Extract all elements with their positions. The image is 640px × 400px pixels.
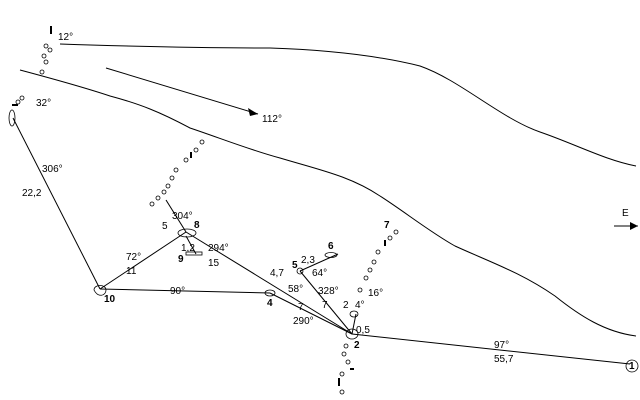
leg-9-8-distance: 1,2 [181, 243, 195, 254]
rock-bearing-right: 16° [368, 288, 383, 299]
leg-4-2 [269, 292, 353, 335]
station-6-marker [324, 252, 338, 258]
rock-chain-middle [149, 139, 205, 207]
rock-chain-bottom [338, 343, 354, 395]
leg-10-8-bearing: 72° [126, 252, 141, 263]
leg-2-5-bearing: 328° [318, 286, 339, 297]
leg-10-4 [99, 288, 271, 294]
leg-2-3 [351, 313, 357, 335]
leg-2-5-distance: 7 [322, 300, 328, 311]
leg-10-top-distance: 22,2 [22, 188, 42, 199]
leg-2-3b-distance: 0,5 [356, 325, 370, 336]
station-4-label: 4 [267, 298, 273, 309]
leg-8-rocks [165, 199, 187, 233]
leg-8-4-distance: 15 [208, 258, 220, 269]
leg-8-4-bearing: 294° [208, 243, 229, 254]
station-8-marker [177, 228, 197, 238]
station-6-label: 6 [328, 241, 334, 252]
leg-4-2-distance: 7 [298, 302, 304, 313]
station-9-label: 9 [178, 254, 184, 265]
leg-10-8 [99, 231, 187, 290]
leg-2-3-distance: 2 [343, 300, 349, 311]
leg-4-5-distance: 4,7 [270, 268, 284, 279]
station-9-marker [185, 251, 203, 256]
rock-chain-right [357, 229, 399, 293]
shoreline-lower [19, 69, 637, 337]
leg-5-6 [299, 253, 339, 272]
leg-10-8-distance: 11 [126, 266, 137, 277]
leg-8-rocks-bearing: 304° [172, 211, 193, 222]
leg-2-1 [351, 333, 631, 365]
leg-5-6-bearing: 64° [312, 268, 327, 279]
rock-chain-top [12, 26, 53, 106]
leg-8-rocks-distance: 5 [162, 221, 168, 232]
station-4-marker [264, 289, 276, 297]
station-3-marker [349, 310, 359, 318]
rock-bearing-upper-left: 32° [36, 98, 51, 109]
east-arrow-head [630, 222, 638, 230]
leg-5-2 [299, 270, 353, 335]
leg-5-6-distance: 2,3 [301, 255, 315, 266]
drift-arrow-line [105, 67, 259, 115]
station-1-label: 1 [629, 361, 635, 372]
station-5-label: 5 [292, 260, 298, 271]
shoreline-upper [59, 43, 637, 167]
station-7-label: 7 [384, 220, 390, 231]
leg-9-8 [185, 235, 197, 255]
east-label: E [622, 208, 629, 219]
leg-8-2 [185, 231, 353, 335]
leg-2-1-bearing: 97° [494, 340, 509, 351]
leg-10-top [12, 117, 101, 290]
drift-arrow-head [248, 108, 258, 116]
leg-2-1-distance: 55,7 [494, 354, 514, 365]
station-2-label: 2 [354, 340, 360, 351]
station-10-marker [93, 285, 107, 296]
station-8-label: 8 [194, 220, 200, 231]
drift-direction-label: 112° [262, 114, 282, 125]
station-top-marker [8, 109, 16, 127]
rock-bearing-top: 12° [58, 32, 73, 43]
station-10-label: 10 [104, 294, 116, 305]
leg-2-4-bearing: 58° [288, 284, 303, 295]
leg-2-3-bearing: 4° [355, 300, 365, 311]
leg-4-2-bearing: 290° [293, 316, 314, 327]
station-2-marker [345, 328, 359, 340]
station-1-marker [625, 359, 639, 373]
leg-10-top-bearing: 306° [42, 164, 63, 175]
leg-10-4-bearing: 90° [170, 286, 185, 297]
station-5-marker [296, 267, 304, 275]
